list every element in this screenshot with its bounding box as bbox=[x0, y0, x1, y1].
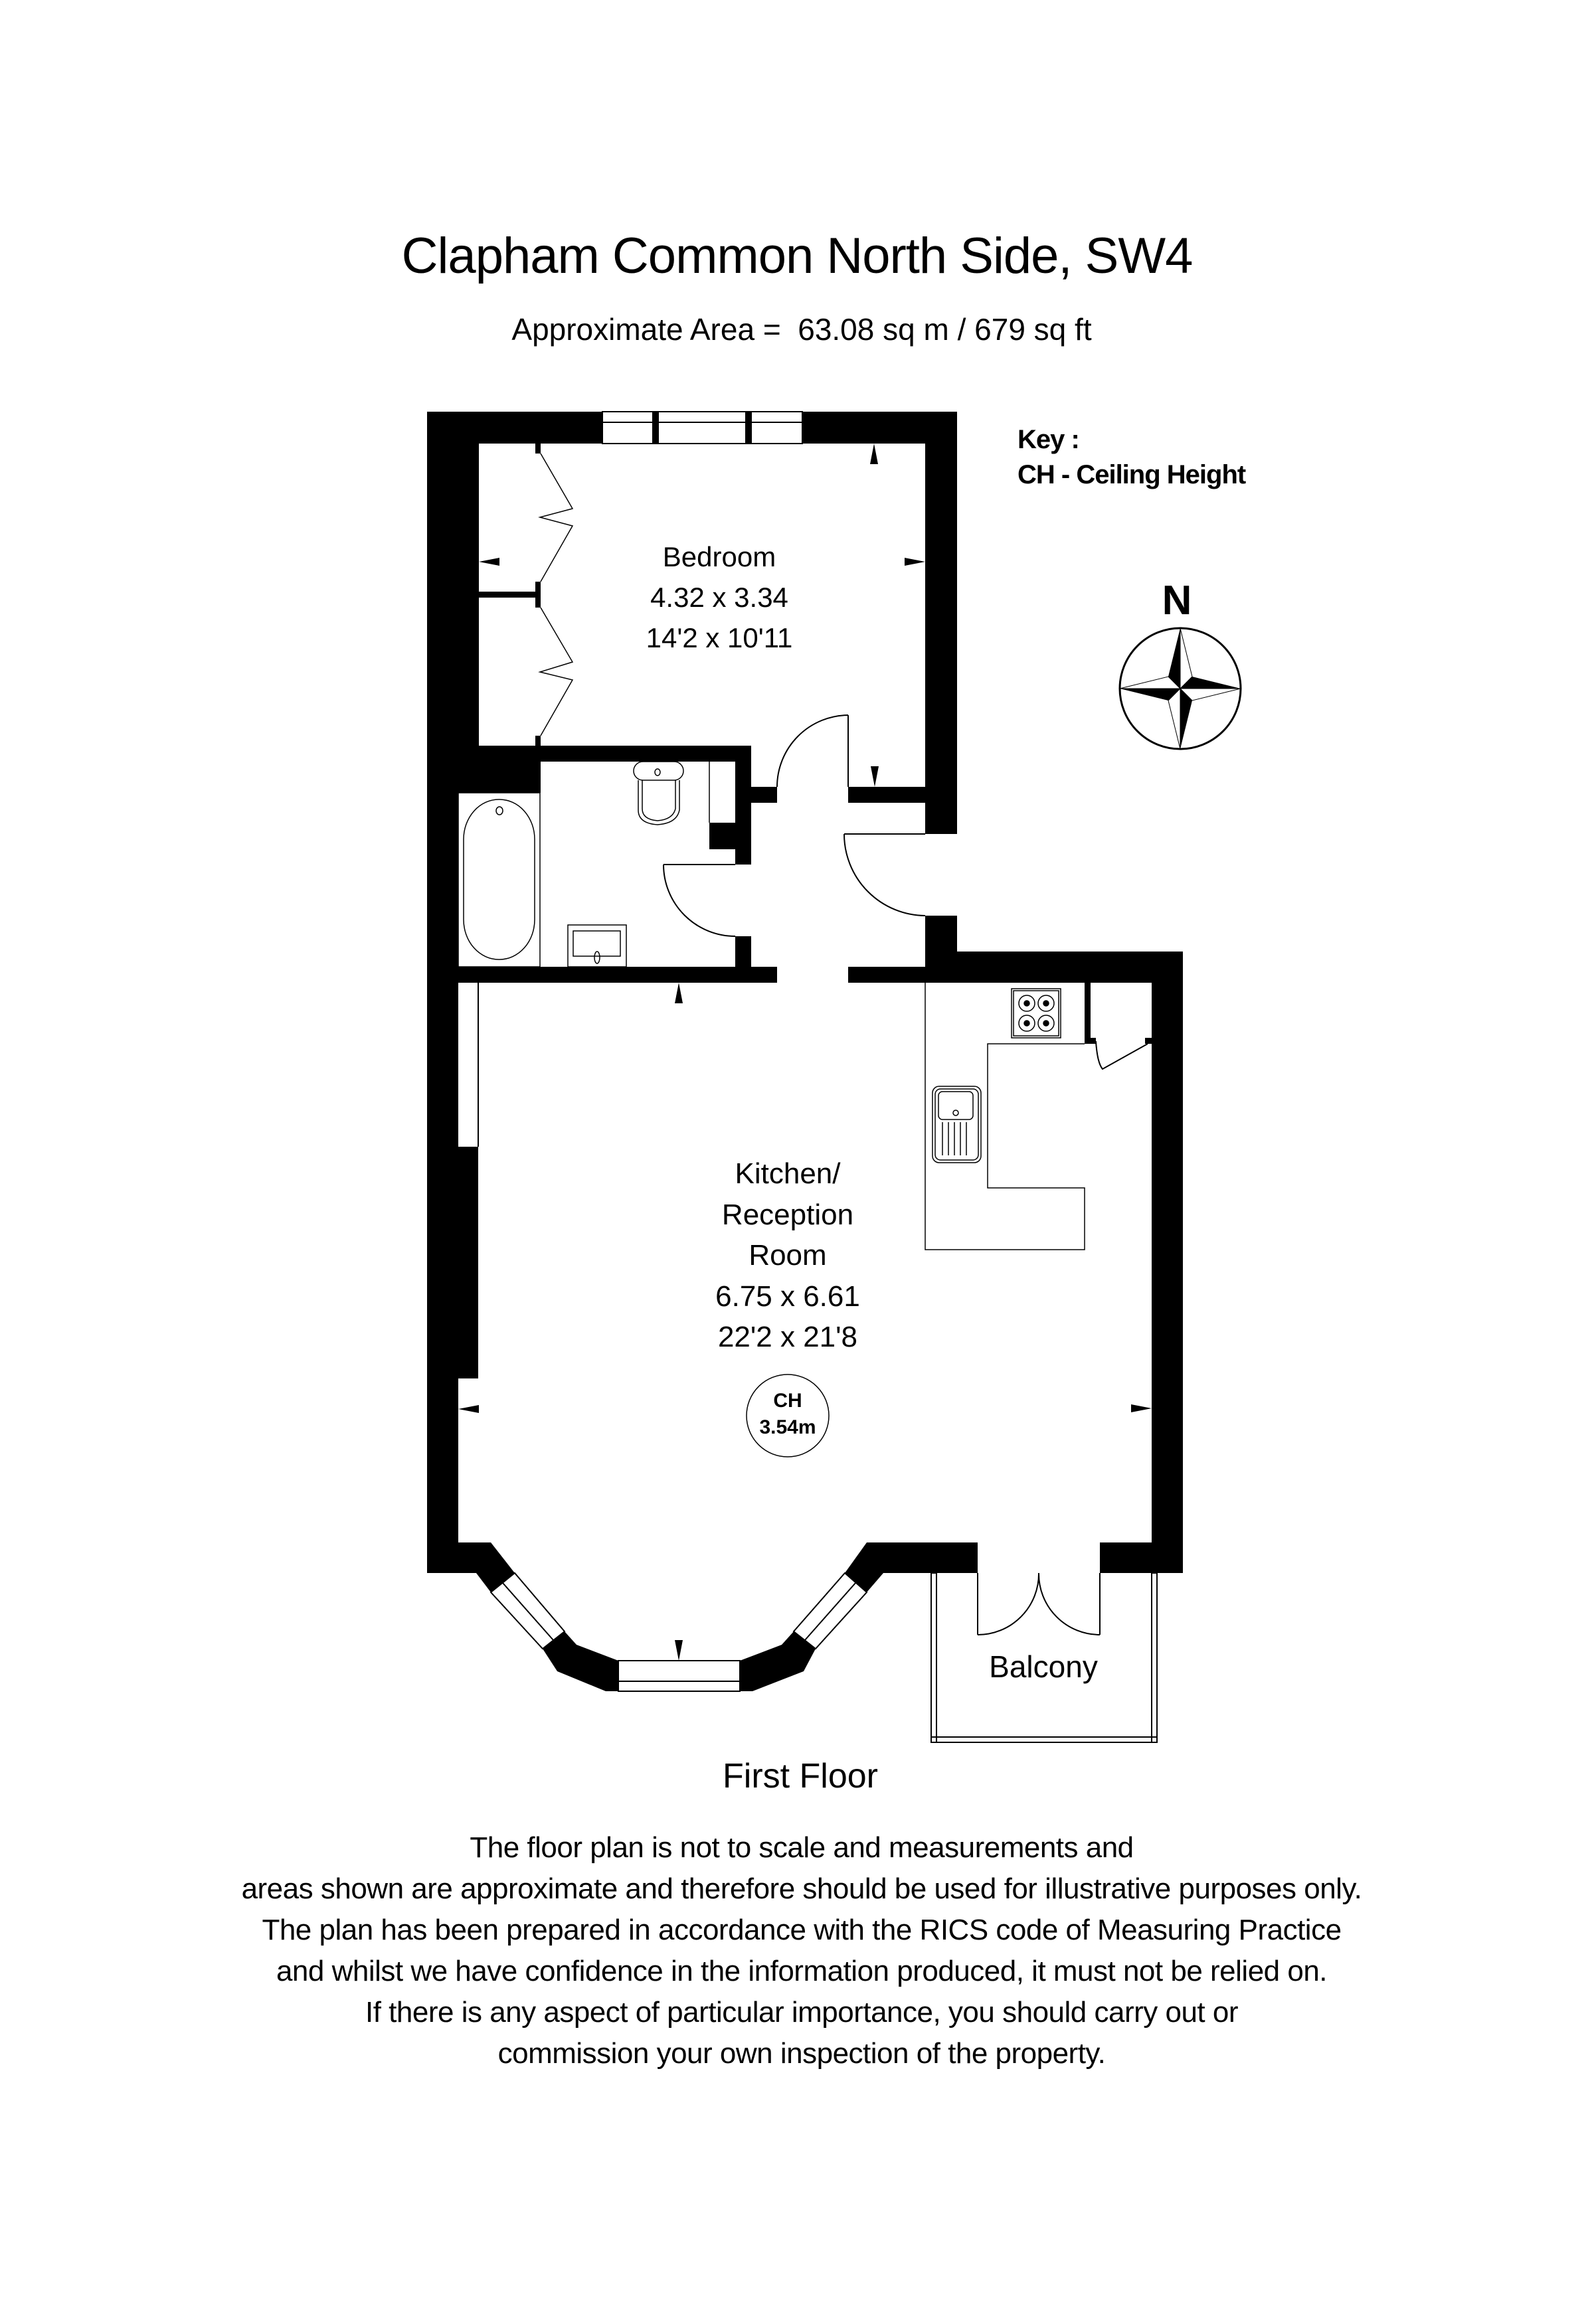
ceiling-height-label: CH bbox=[773, 1390, 802, 1412]
measurement-arrows bbox=[458, 444, 1152, 1661]
disclaimer: The floor plan is not to scale and measu… bbox=[0, 1827, 1594, 2074]
walls bbox=[427, 412, 1183, 1691]
disclaimer-line: commission your own inspection of the pr… bbox=[497, 2037, 1106, 2070]
plan-title: Clapham Common North Side, SW4 bbox=[401, 228, 1194, 284]
room-bedroom: Bedroom 4.32 x 3.34 14'2 x 10'11 bbox=[586, 537, 852, 658]
room-imperial: 22'2 x 21'8 bbox=[717, 1321, 858, 1353]
key-heading: Key : bbox=[1018, 425, 1080, 454]
room-name-line-1: Kitchen/ bbox=[735, 1157, 841, 1190]
balcony-outline bbox=[930, 1572, 1158, 1743]
room-name-line-3: Room bbox=[749, 1239, 827, 1272]
ceiling-height-circle bbox=[746, 1374, 830, 1457]
north-label: N bbox=[1162, 578, 1192, 623]
disclaimer-line: The floor plan is not to scale and measu… bbox=[470, 1831, 1134, 1864]
doors bbox=[663, 714, 1148, 1635]
room-metric: 4.32 x 3.34 bbox=[650, 582, 788, 613]
disclaimer-line: If there is any aspect of particular imp… bbox=[365, 1996, 1239, 2029]
ceiling-height-badge: CH 3.54m bbox=[745, 1388, 831, 1441]
wardrobe bbox=[479, 443, 541, 746]
room-metric: 6.75 x 6.61 bbox=[715, 1280, 860, 1313]
room-name-line-2: Reception bbox=[721, 1198, 854, 1231]
disclaimer-line: and whilst we have confidence in the inf… bbox=[276, 1955, 1328, 1987]
key-entry-ceiling-height: CH - Ceiling Height bbox=[1018, 460, 1246, 489]
compass-rose-icon bbox=[1118, 627, 1242, 750]
windows bbox=[478, 411, 868, 1692]
approximate-area: Approximate Area = 63.08 sq m / 679 sq f… bbox=[511, 312, 1092, 347]
key-legend: Key : CH - Ceiling Height bbox=[1018, 422, 1246, 493]
room-balcony: Balcony bbox=[989, 1649, 1098, 1684]
kitchen-fixtures bbox=[925, 983, 1085, 1250]
room-kitchen-reception: Kitchen/ Reception Room 6.75 x 6.61 22'2… bbox=[655, 1153, 921, 1358]
wardrobe-doors bbox=[538, 453, 574, 736]
disclaimer-line: areas shown are approximate and therefor… bbox=[241, 1872, 1362, 1905]
room-name: Bedroom bbox=[662, 541, 776, 572]
bathroom-fixtures bbox=[458, 761, 710, 967]
floor-label: First Floor bbox=[723, 1757, 878, 1795]
ceiling-height-value: 3.54m bbox=[759, 1416, 816, 1438]
room-imperial: 14'2 x 10'11 bbox=[646, 622, 793, 653]
disclaimer-line: The plan has been prepared in accordance… bbox=[262, 1914, 1342, 1946]
